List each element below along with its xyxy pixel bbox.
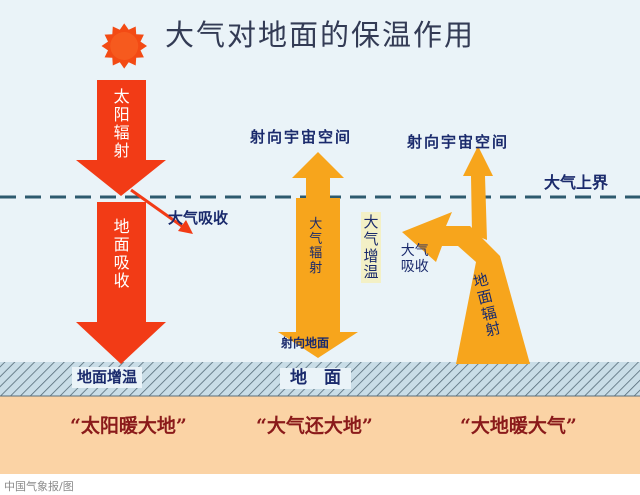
diagram-canvas: 大气对地面的保温作用 太阳辐射 地面吸收 大气吸收 地面增温 射向宇宙空间 大气… bbox=[0, 0, 640, 474]
atmos-boundary-label: 大气上界 bbox=[544, 173, 609, 192]
ground-radiation-arrow bbox=[402, 212, 530, 364]
sun-icon bbox=[101, 23, 147, 69]
atmos-radiation-down-arrow bbox=[278, 198, 358, 358]
diagram-title: 大气对地面的保温作用 bbox=[164, 18, 475, 52]
ground-radiation-space-arrow bbox=[463, 146, 493, 240]
slogan-earth-warms-atmos: “大地暖大气” bbox=[460, 415, 577, 437]
solar-radiation-arrow bbox=[76, 80, 166, 196]
ground-band bbox=[0, 396, 640, 474]
to-ground-label: 射向地面 bbox=[281, 336, 330, 350]
space-emit-middle-label: 射向宇宙空间 bbox=[250, 128, 353, 146]
atmos-radiation-label: 大气辐射 bbox=[309, 217, 323, 276]
image-caption: 中国气象报/图 bbox=[4, 480, 74, 493]
ground-label: 地 面 bbox=[280, 368, 351, 389]
space-emit-right-label: 射向宇宙空间 bbox=[407, 133, 510, 151]
diagram-graphics bbox=[0, 23, 640, 474]
solar-radiation-label: 太阳辐射 bbox=[113, 87, 130, 160]
atmos-absorb-arrow bbox=[130, 188, 193, 234]
atmos-warming-label: 大气增温 bbox=[361, 212, 381, 284]
slogan-sun-warms-earth: “太阳暖大地” bbox=[70, 415, 187, 437]
atmos-reradiate-label: 大气吸收 bbox=[400, 243, 429, 275]
ground-warming-label: 地面增温 bbox=[72, 367, 143, 388]
ground-absorb-arrow bbox=[76, 202, 166, 364]
ground-absorb-label: 地面吸收 bbox=[113, 217, 130, 290]
atmos-absorb-label: 大气吸收 bbox=[168, 209, 229, 227]
slogan-atmos-returns-earth: “大气还大地” bbox=[256, 415, 373, 437]
